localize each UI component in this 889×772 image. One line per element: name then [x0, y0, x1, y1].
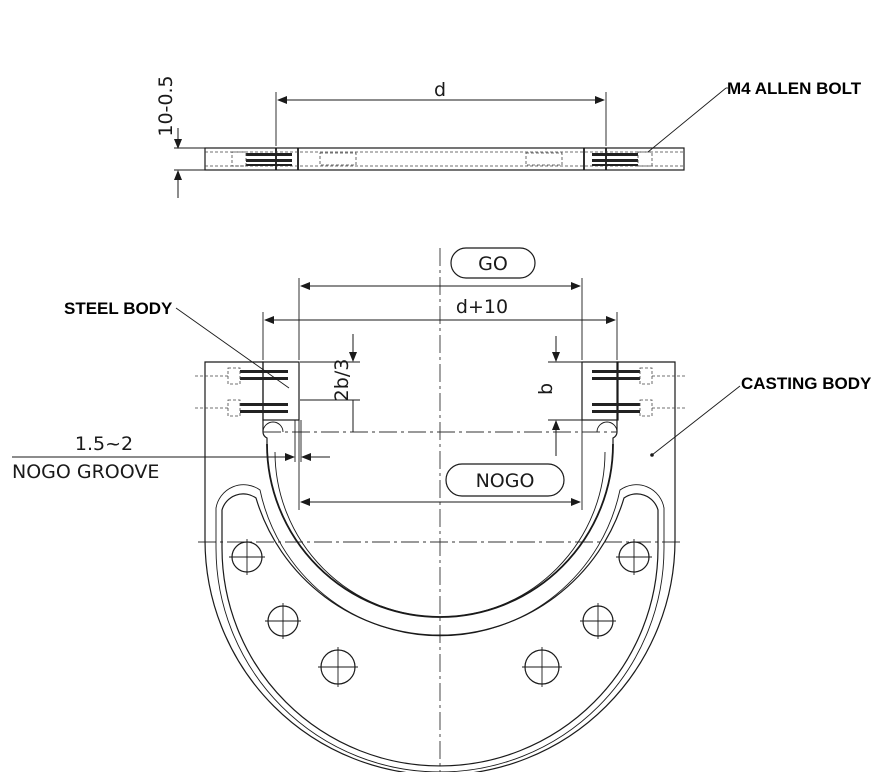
go-badge	[450, 247, 536, 279]
hole-1	[229, 539, 265, 575]
bolt-left-top-view	[231, 151, 292, 167]
nogo-badge	[445, 463, 565, 497]
top-side-view: d 10-0.5 M4 ALLEN BOLT	[155, 75, 862, 198]
nogo-badge-label: NOGO	[476, 470, 535, 492]
steel-insert-right	[581, 361, 686, 421]
callout-steel-body: STEEL BODY	[64, 299, 173, 318]
dim-b-label: b	[535, 383, 557, 395]
callout-groove: NOGO GROOVE	[12, 461, 159, 483]
dim-go-label: d+10	[456, 296, 508, 318]
callout-bolt: M4 ALLEN BOLT	[727, 79, 862, 98]
steel-insert-left	[195, 361, 617, 433]
hole-2	[265, 603, 301, 639]
dim-thickness-label: 10-0.5	[155, 75, 177, 136]
go-badge-label: GO	[478, 253, 508, 275]
front-view: d+10 GO 2b/3 b NOGO 1.5~2 NOGO GROOVE	[12, 247, 872, 772]
dim-2b3-label: 2b/3	[331, 359, 353, 402]
hole-6	[616, 539, 652, 575]
callout-casting-body: CASTING BODY	[741, 374, 872, 393]
bolt-right-top-view	[592, 151, 653, 167]
dim-groove-label: 1.5~2	[75, 433, 133, 455]
hole-3	[318, 647, 358, 687]
dim-d-label: d	[434, 79, 446, 101]
hole-4	[522, 647, 562, 687]
hole-5	[580, 603, 616, 639]
